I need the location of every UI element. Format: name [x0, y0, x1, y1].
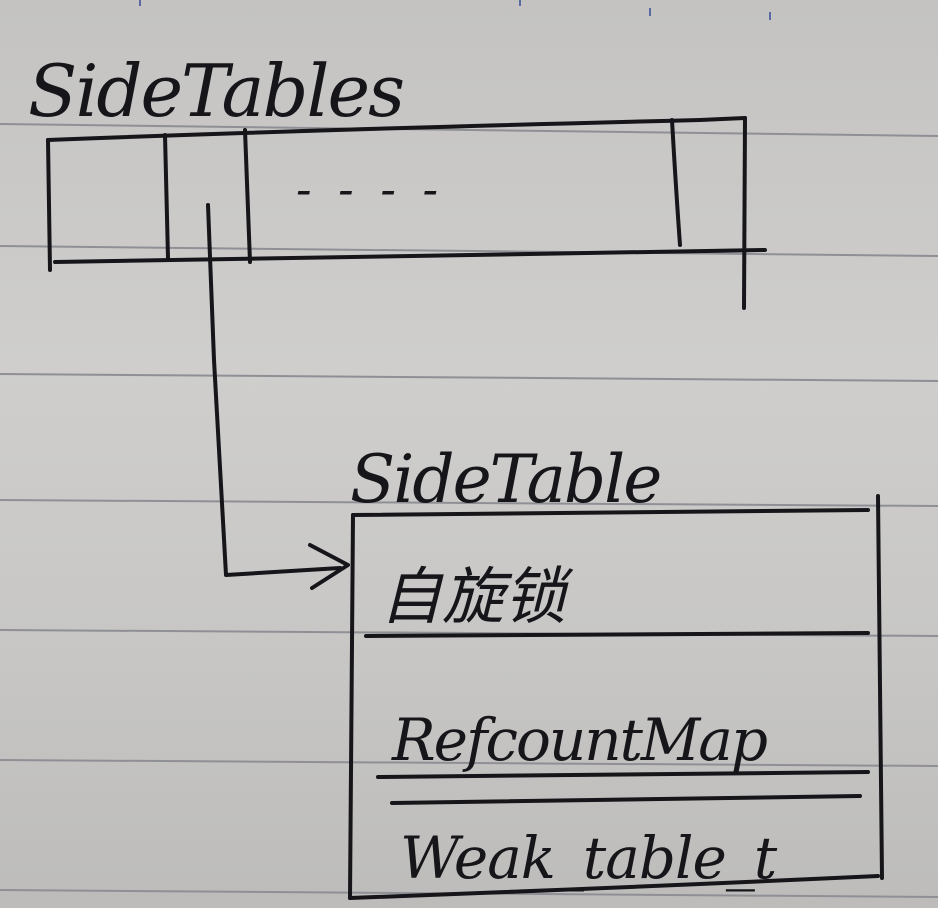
ruled-lines	[0, 123, 938, 898]
array-bottom-edge	[53, 248, 767, 264]
box-bottom-edge	[348, 874, 880, 900]
sidetables-array	[46, 116, 767, 310]
array-right-edge	[742, 116, 747, 310]
sidetables-title: SideTables	[28, 49, 403, 133]
box-left-edge	[348, 513, 355, 900]
row-divider	[390, 794, 862, 805]
pointer-arrow	[206, 203, 350, 590]
array-cell-divider	[163, 133, 170, 260]
box-top-edge	[351, 508, 870, 517]
array-cell-divider	[243, 128, 252, 264]
array-ellipsis: - - - -	[296, 162, 444, 216]
box-right-edge	[876, 494, 884, 880]
sidetable-box	[348, 494, 884, 900]
row-weaktable-label: Weak_table_t	[400, 824, 778, 892]
row-divider	[364, 631, 870, 638]
row-refcountmap-label: RefcountMap	[391, 706, 767, 774]
margin-ticks	[139, 0, 771, 20]
array-top-edge	[46, 116, 747, 142]
array-left-edge	[46, 138, 52, 272]
row-spinlock-label: 自旋锁	[380, 560, 574, 633]
row-divider	[376, 770, 870, 779]
array-cell-divider	[670, 118, 682, 247]
sidetable-title: SideTable	[350, 441, 660, 518]
